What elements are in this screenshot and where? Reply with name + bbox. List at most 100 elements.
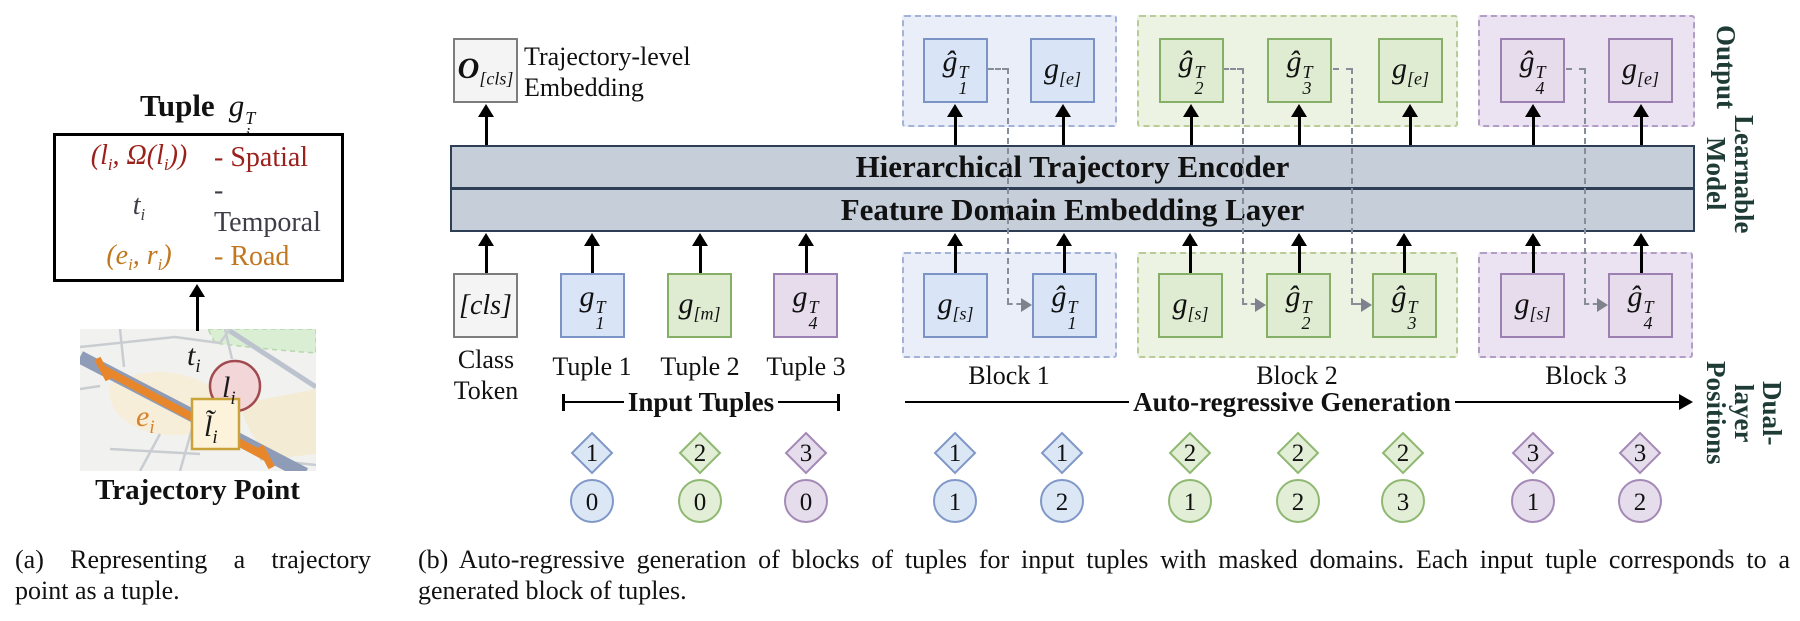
caption-b: (b) Auto-regressive generation of blocks… — [418, 545, 1790, 605]
tuple1-label: Tuple 1 — [552, 352, 632, 381]
tuple-row-road: (ei, ri) - Road — [64, 240, 333, 275]
feedback-arrowhead — [1021, 298, 1032, 312]
map-secondary-road — [228, 329, 316, 390]
arrow-line — [1454, 400, 1679, 404]
temporal-formula: ti — [132, 190, 146, 224]
arrow-up — [1056, 233, 1072, 273]
svg-text:1: 1 — [1527, 489, 1540, 516]
map-matched-point-square — [190, 397, 241, 451]
side-label-learnable-model: Learnable Model — [1701, 114, 1759, 234]
feedback-dash — [1223, 68, 1243, 70]
bracket-tick — [837, 393, 840, 411]
road-formula: (ei, ri) — [106, 239, 172, 274]
arrow-up — [1633, 104, 1649, 145]
output-box-ge-1: g[e] — [1030, 38, 1095, 103]
block3-gs-box: g[s] — [1500, 273, 1565, 338]
arrow-up — [1291, 233, 1307, 273]
arrow-up — [1291, 104, 1307, 145]
bracket-tick — [562, 393, 565, 411]
feedback-dash — [1566, 68, 1585, 70]
map-label-e: ei — [136, 400, 155, 438]
tuple-definition-box: (li, Ω(li)) - Spatial ti - Temporal (ei,… — [53, 133, 344, 282]
map-caption: Trajectory Point — [95, 474, 300, 506]
block1-label: Block 1 — [968, 361, 1050, 390]
position-marker: 2 0 — [678, 431, 722, 523]
position-marker: 2 1 — [1168, 431, 1212, 523]
svg-text:2: 2 — [1184, 440, 1197, 467]
arrow-up-ocls — [478, 104, 494, 145]
svg-text:3: 3 — [1527, 440, 1540, 467]
svg-text:2: 2 — [1634, 489, 1647, 516]
feedback-arrowhead — [1361, 298, 1372, 312]
spatial-formula: (li, Ω(li)) — [90, 140, 188, 175]
tuple-title-word: Tuple — [140, 88, 215, 123]
feedback-dash — [1333, 68, 1352, 70]
autoregressive-arrow: Auto-regressive Generation — [905, 387, 1693, 417]
tuple3-label: Tuple 3 — [766, 352, 846, 381]
temporal-label: - Temporal — [214, 175, 321, 239]
arrow-up — [798, 233, 814, 273]
trajectory-embedding-label: Trajectory-level Embedding — [524, 42, 691, 102]
feedback-arrowhead — [1255, 298, 1266, 312]
arrow-up — [1633, 233, 1649, 273]
cls-token-label: Class Token — [453, 345, 519, 405]
bracket-line — [778, 400, 837, 404]
svg-text:2: 2 — [1292, 440, 1305, 467]
encoder-bar-label: Hierarchical Trajectory Encoder — [855, 149, 1290, 184]
position-marker: 1 1 — [933, 431, 977, 523]
feedback-dash — [1007, 68, 1009, 304]
arrow-up — [692, 233, 708, 273]
arrow-up — [1402, 104, 1418, 145]
arrow-up-cls — [478, 233, 494, 273]
feedback-dash — [1351, 303, 1362, 305]
svg-text:1: 1 — [1056, 440, 1069, 467]
caption-a: (a) Representing a trajectory point as a… — [15, 545, 371, 605]
input-tuples-label: Input Tuples — [627, 386, 775, 417]
position-marker: 3 0 — [784, 431, 828, 523]
arrow-up — [947, 233, 963, 273]
svg-text:2: 2 — [1397, 440, 1410, 467]
block2-gs-box: g[s] — [1158, 273, 1223, 338]
svg-text:0: 0 — [586, 489, 599, 516]
feedback-dash — [1584, 68, 1586, 304]
position-marker: 3 1 — [1511, 431, 1555, 523]
tuple2-label: Tuple 2 — [660, 352, 740, 381]
input-tuples-bracket: Input Tuples — [562, 386, 840, 417]
tuple-row-spatial: (li, Ω(li)) - Spatial — [64, 140, 333, 175]
svg-text:2: 2 — [694, 440, 707, 467]
arrow-up — [1182, 233, 1198, 273]
position-marker: 1 2 — [1040, 431, 1084, 523]
arrow-line — [905, 400, 1130, 404]
hierarchical-trajectory-encoder-bar: Hierarchical Trajectory Encoder — [450, 145, 1695, 189]
svg-text:1: 1 — [1184, 489, 1197, 516]
tuple-row-temporal: ti - Temporal — [64, 175, 333, 239]
feature-domain-embedding-bar: Feature Domain Embedding Layer — [450, 188, 1695, 232]
svg-text:1: 1 — [949, 440, 962, 467]
arrow-up — [947, 104, 963, 145]
svg-text:3: 3 — [1397, 489, 1410, 516]
feedback-dash — [988, 68, 1008, 70]
svg-text:3: 3 — [1634, 440, 1647, 467]
map-label-t: ti — [187, 339, 201, 377]
embedding-bar-label: Feature Domain Embedding Layer — [840, 192, 1305, 227]
map-label-l: li — [222, 371, 236, 409]
position-marker: 2 3 — [1381, 431, 1425, 523]
svg-text:0: 0 — [694, 489, 707, 516]
svg-text:3: 3 — [800, 440, 813, 467]
tuple2-box: g[m] — [667, 273, 732, 338]
right-arrowhead — [1679, 394, 1693, 410]
bracket-line — [565, 400, 624, 404]
arrow-up — [1396, 233, 1412, 273]
arrow-up — [1055, 104, 1071, 145]
spatial-label: - Spatial — [214, 141, 309, 173]
feedback-dash — [1351, 68, 1353, 304]
arrow-up — [1183, 104, 1199, 145]
feedback-dash — [1584, 303, 1598, 305]
trajectory-embedding-box: O[cls] — [453, 38, 518, 103]
